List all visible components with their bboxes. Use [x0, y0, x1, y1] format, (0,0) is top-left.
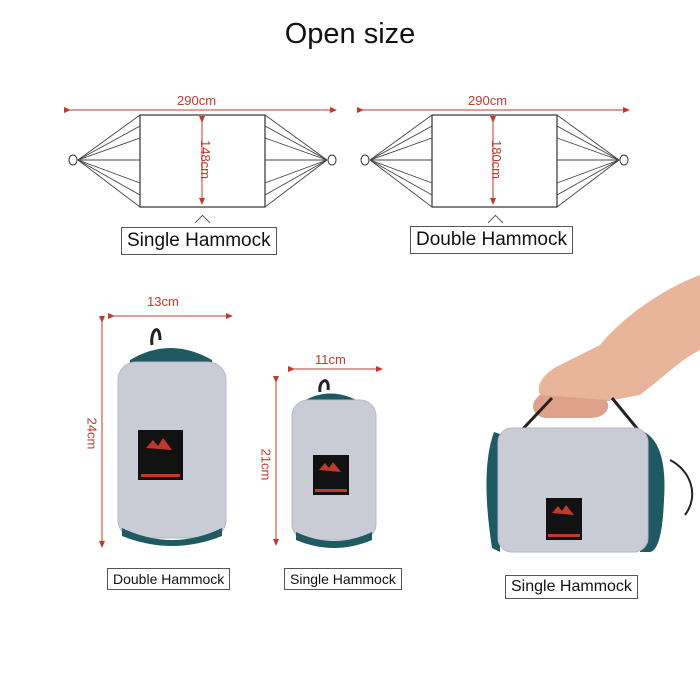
single-width-dim: 148cm: [198, 139, 214, 180]
single-pack-label: Single Hammock: [284, 568, 402, 590]
double-hammock-label: Double Hammock: [410, 226, 573, 254]
single-hammock-label: Single Hammock: [121, 227, 277, 255]
single-hammock-diagram: [64, 107, 337, 208]
double-pack-label: Double Hammock: [107, 568, 231, 590]
page-title: Open size: [284, 18, 416, 50]
double-pack-width-dim: 13cm: [147, 294, 179, 309]
single-pack-height-dim: 21cm: [258, 448, 274, 481]
double-length-dim: 290cm: [468, 93, 508, 108]
in-hand-label: Single Hammock: [505, 575, 638, 599]
double-width-dim: 180cm: [489, 139, 505, 180]
single-length-dim: 290cm: [177, 93, 217, 108]
single-pack-width-dim: 11cm: [315, 352, 346, 367]
double-packed-bag-illustration: [99, 313, 233, 548]
single-packed-bag-illustration: [273, 366, 383, 548]
hand-held-bag-illustration: [486, 275, 700, 553]
double-pack-height-dim: 24cm: [84, 417, 100, 450]
double-hammock-diagram: [357, 107, 630, 208]
